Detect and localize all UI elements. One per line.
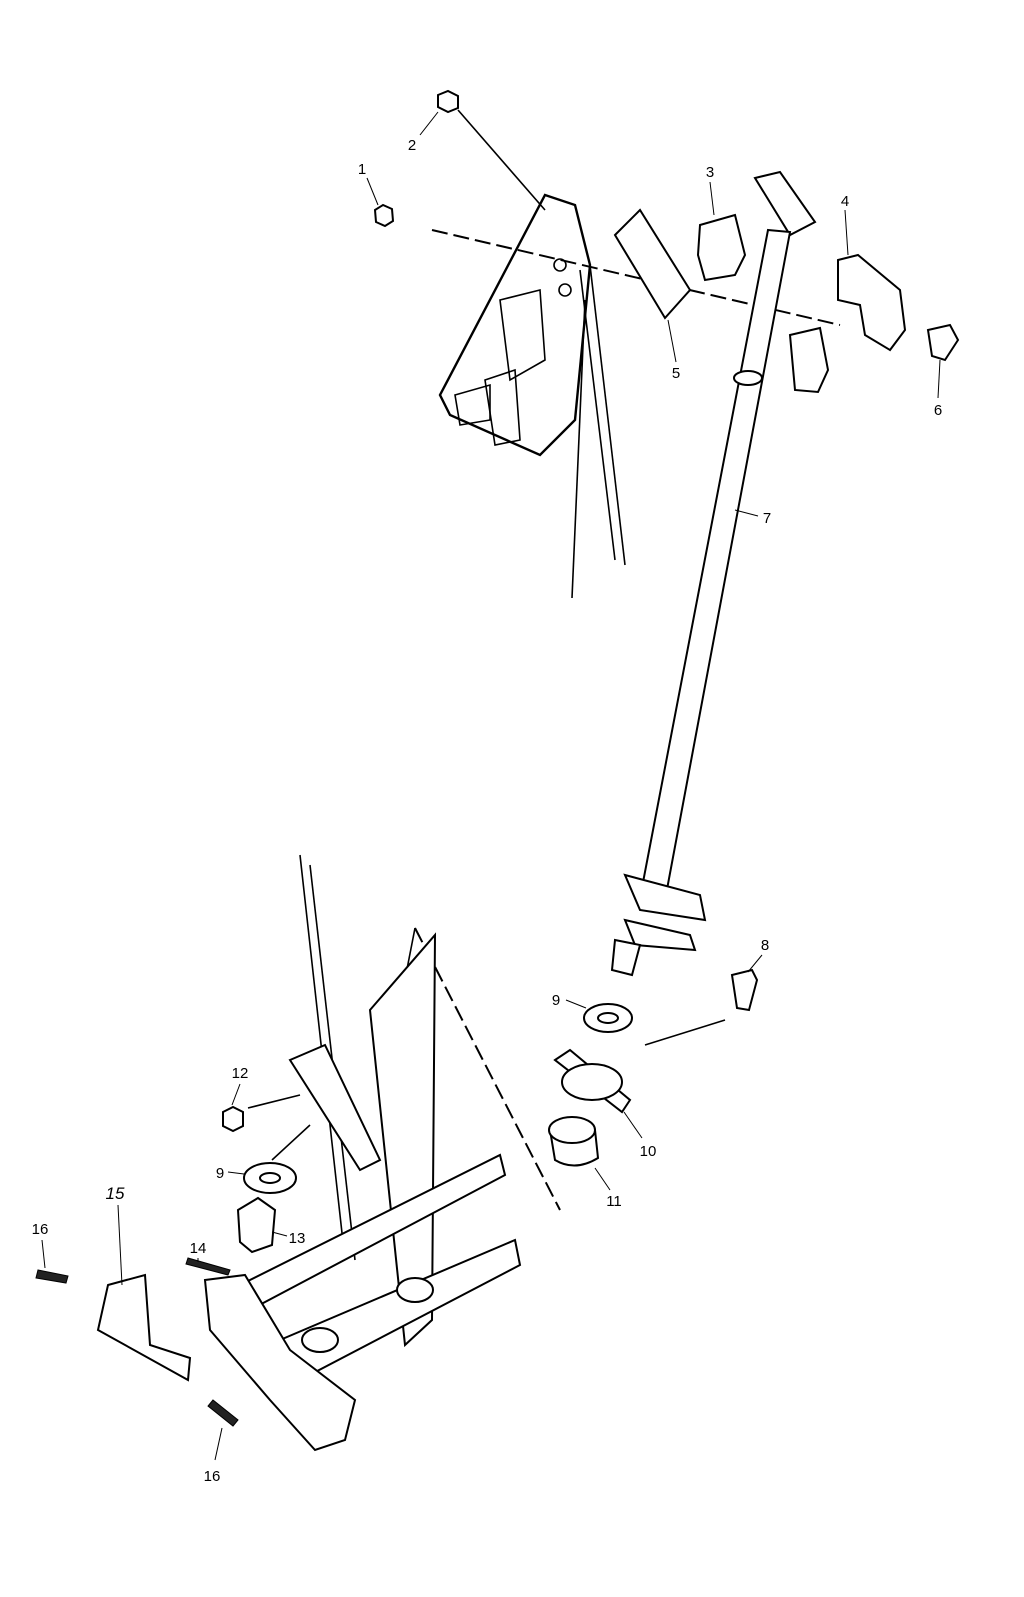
bolt-6 xyxy=(926,323,960,362)
nut-12 xyxy=(222,1105,244,1133)
callout-14: 14 xyxy=(190,1240,207,1257)
callout-9b: 9 xyxy=(216,1165,224,1182)
callout-6: 6 xyxy=(934,402,942,419)
callout-11: 11 xyxy=(606,1193,622,1210)
callout-8: 8 xyxy=(761,937,769,954)
bracket-15 xyxy=(96,1273,192,1382)
callout-7: 7 xyxy=(763,510,771,527)
callout-4: 4 xyxy=(841,193,849,210)
callout-16a: 16 xyxy=(32,1221,49,1238)
callout-12: 12 xyxy=(232,1065,249,1082)
callout-16b: 16 xyxy=(204,1468,221,1485)
bolt-8 xyxy=(730,968,759,1012)
bolt-14 xyxy=(185,1257,231,1276)
callout-10: 10 xyxy=(640,1143,657,1160)
plate-5 xyxy=(613,208,692,320)
callout-3: 3 xyxy=(706,164,714,181)
washer-9 xyxy=(583,1003,633,1033)
clamp-4 xyxy=(837,253,907,352)
leader-lines xyxy=(41,111,941,1461)
callout-15: 15 xyxy=(106,1184,125,1203)
dash-panel-bracket xyxy=(438,193,626,599)
callout-2: 2 xyxy=(408,137,416,154)
spacer-13 xyxy=(236,1196,277,1254)
flange-bearing-10 xyxy=(553,1048,632,1114)
bushing-11 xyxy=(548,1116,600,1167)
callout-9a: 9 xyxy=(552,992,560,1009)
flange-nut-2 xyxy=(437,89,459,114)
washer-9b xyxy=(243,1162,297,1194)
lower-frame xyxy=(203,854,561,1452)
steering-column-7 xyxy=(610,170,817,977)
nut-1 xyxy=(373,203,395,228)
bushing-3 xyxy=(696,213,830,394)
callout-13: 13 xyxy=(289,1230,306,1247)
bolt-16a xyxy=(35,1269,69,1284)
callout-5: 5 xyxy=(672,365,680,382)
callout-1: 1 xyxy=(358,161,366,178)
bolt-16b xyxy=(207,1399,239,1427)
